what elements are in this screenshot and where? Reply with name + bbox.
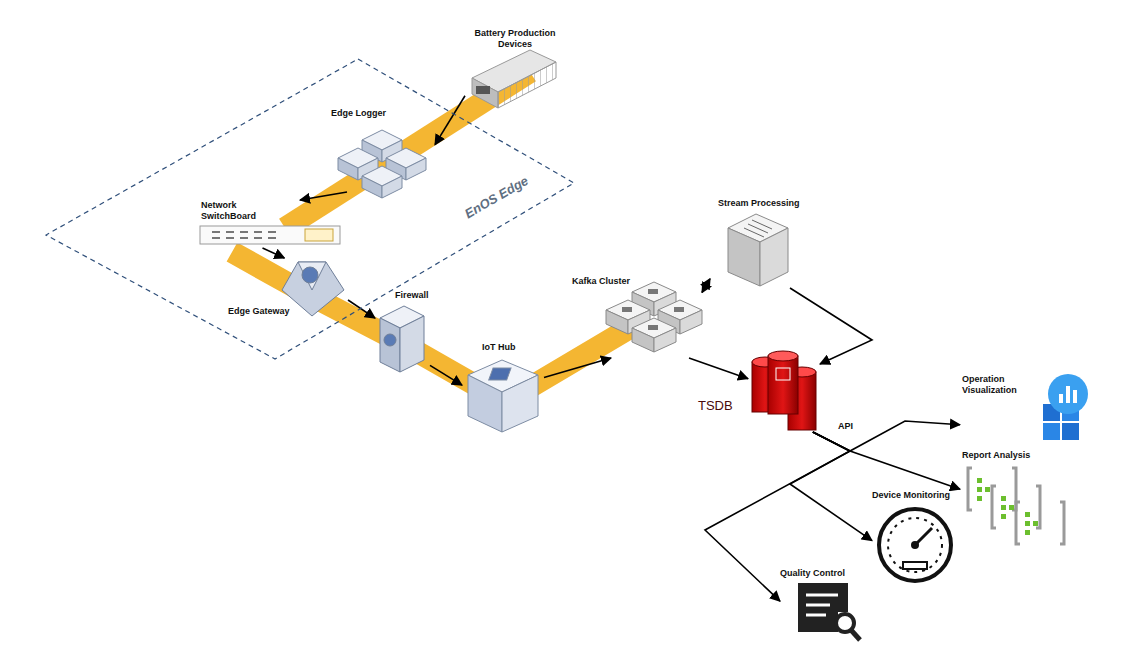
region-border xyxy=(46,59,574,359)
quality-icon xyxy=(798,583,860,640)
logger-icon xyxy=(338,130,426,198)
connector-arrow xyxy=(790,432,872,541)
firewall-icon xyxy=(380,306,424,372)
connector-arrow xyxy=(813,421,960,451)
output-node: Operation Visualization xyxy=(960,370,1088,446)
node-label: EnOS Edge xyxy=(463,175,530,220)
output-node: Device Monitoring xyxy=(872,490,962,582)
factory-icon xyxy=(472,50,556,108)
connector-arrow xyxy=(702,279,710,293)
node-label: Stream Processing xyxy=(718,198,810,209)
iothub-icon xyxy=(468,360,538,432)
output-node: Quality Control xyxy=(780,566,870,646)
node-label: Quality Control xyxy=(780,568,870,579)
node-label: Edge Logger xyxy=(331,108,421,119)
iothub-node: IoT Hub xyxy=(462,340,544,434)
gauge-icon xyxy=(879,509,951,581)
device-node: Battery Production Devices xyxy=(465,26,565,110)
stream-node: Stream Processing xyxy=(710,196,810,288)
node-label: Operation Visualization xyxy=(962,374,1034,396)
tsdb-icon xyxy=(752,351,816,430)
logger-node: Edge Logger xyxy=(325,106,435,192)
node-label: Kafka Cluster xyxy=(572,276,642,287)
node-label: TSDB xyxy=(698,400,746,411)
api-label: API xyxy=(838,421,853,431)
output-node: Report Analysis xyxy=(960,450,1068,548)
gateway-icon xyxy=(282,262,344,316)
gateway-node: Edge Gateway xyxy=(228,258,348,328)
connector-arrow xyxy=(300,192,347,200)
connector-arrow xyxy=(430,365,462,385)
stream-icon xyxy=(728,214,788,286)
connector-arrow xyxy=(263,248,285,258)
node-label: Edge Gateway xyxy=(228,306,298,317)
kafka-node: Kafka Cluster xyxy=(572,274,702,358)
switch-icon xyxy=(200,226,340,244)
node-label: Report Analysis xyxy=(962,450,1062,461)
connector-arrow xyxy=(689,358,748,379)
connector-arrow xyxy=(435,96,465,145)
report-icon xyxy=(968,468,1064,544)
switch-node: Network SwitchBoard xyxy=(195,200,345,248)
node-label: Battery Production Devices xyxy=(465,28,565,50)
connector-arrow xyxy=(544,358,611,378)
dashboard-icon xyxy=(1043,374,1088,440)
firewall-node: Firewall xyxy=(375,288,430,374)
connector-arrow xyxy=(790,288,872,364)
tsdb-node: TSDB xyxy=(748,350,820,432)
node-label: Device Monitoring xyxy=(872,490,962,501)
node-label: Network SwitchBoard xyxy=(201,200,271,222)
edge-region: EnOS Edge Edge LoggerNetwork SwitchBoardE… xyxy=(45,58,575,360)
connector-arrow xyxy=(813,432,960,489)
region-outline xyxy=(45,58,575,360)
node-label: Firewall xyxy=(395,290,435,301)
connector-arrow xyxy=(348,300,375,318)
kafka-icon xyxy=(606,282,702,352)
node-label: IoT Hub xyxy=(482,342,542,353)
